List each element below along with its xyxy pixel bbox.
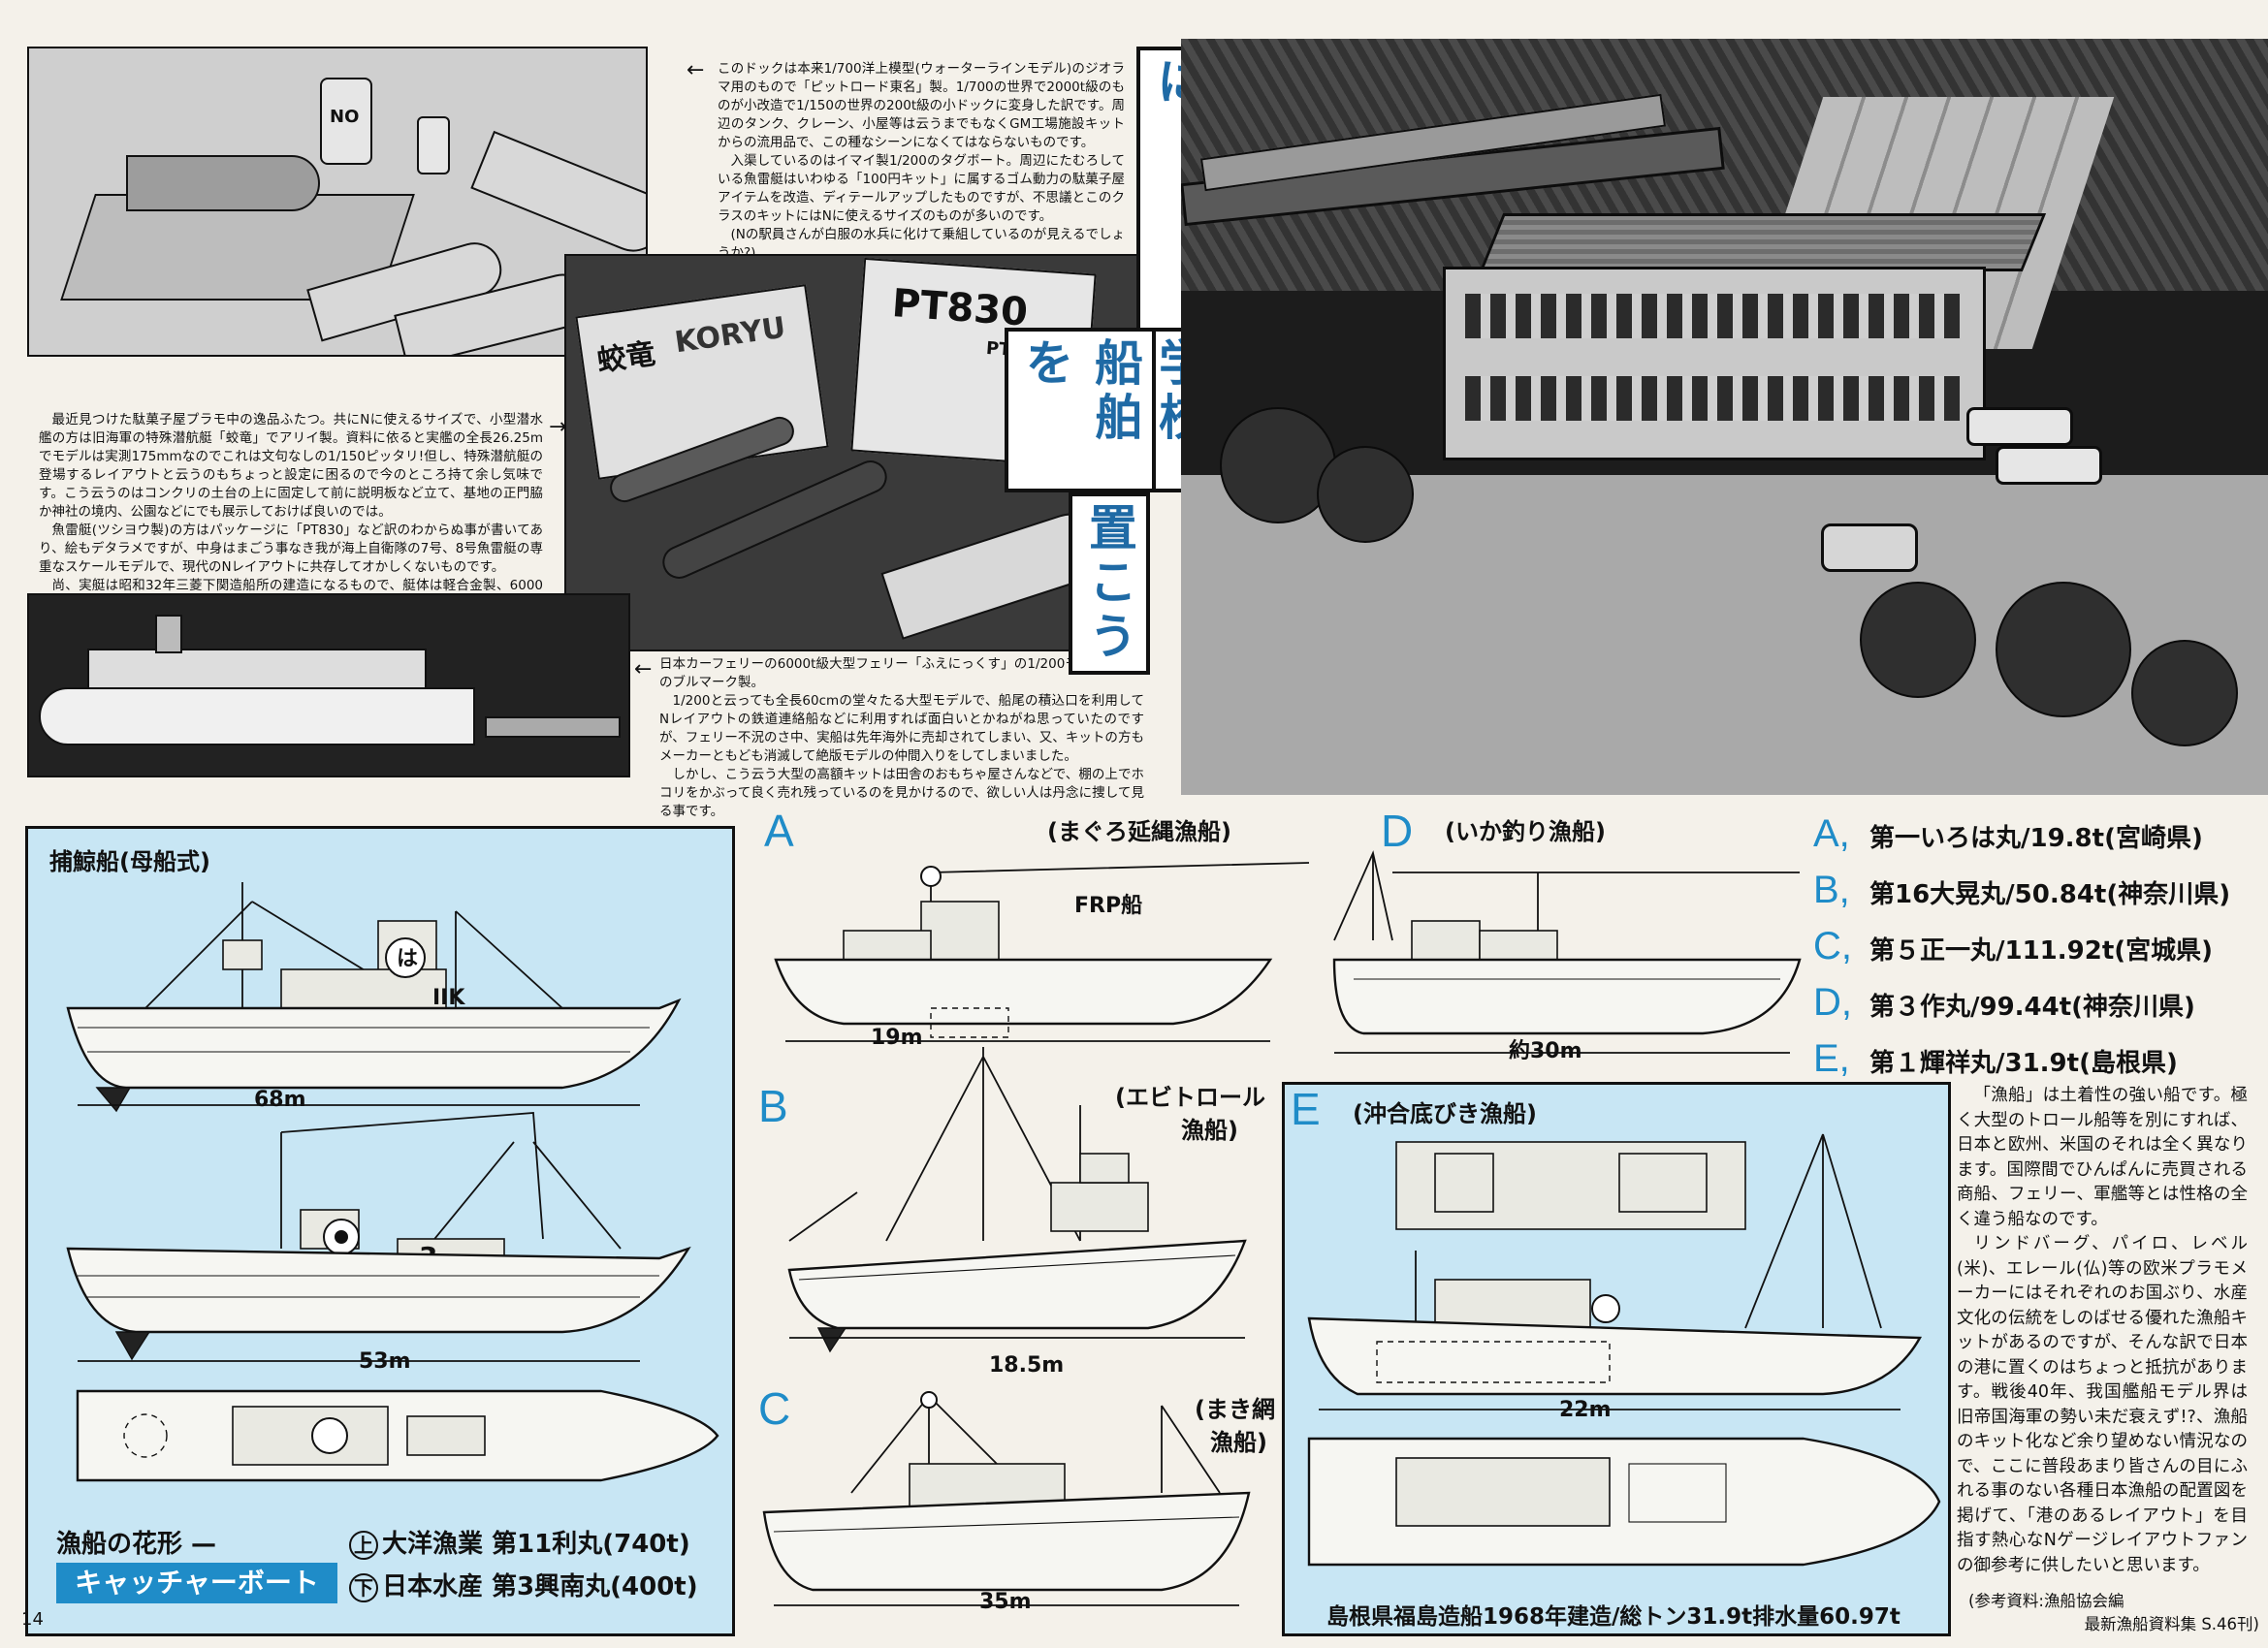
ship-B-length: 18.5m [989,1353,1065,1378]
whaler-deck-plan [76,1389,719,1482]
ship-C-title-1: (まき網 [1195,1396,1275,1423]
ship-B-drawing [787,1047,1247,1353]
legend-row-B: B,第16大晃丸/50.84t(神奈川県) [1813,869,2231,911]
kits-caption: 最近見つけた駄菓子屋プラモ中の逸品ふたつ。共にNに使えるサイズで、小型潜水艦の方… [39,411,543,614]
references: (参考資料:漁船協会編 最新漁船資料集 S.46刊) [1968,1590,2259,1636]
dock-diorama-photo: NO [27,47,648,357]
school-layout-photo [1181,39,2268,795]
ship-B-title-1: (エビトロール [1115,1084,1265,1111]
kits-caption-p1: 最近見つけた駄菓子屋プラモ中の逸品ふたつ。共にNに使えるサイズで、小型潜水艦の方… [39,412,543,520]
reference-line-2: 最新漁船資料集 S.46刊) [2084,1615,2259,1633]
kits-caption-arrow: → [549,415,567,439]
legend-row-D: D,第３作丸/99.44t(神奈川県) [1813,981,2195,1024]
ship-D-title: (いか釣り漁船) [1445,818,1606,845]
legend-row-E: E,第１輝祥丸/31.9t(島根県) [1813,1037,2178,1080]
ship-E-drawing [1307,1133,1923,1410]
dock-caption-p1: このドックは本来1/700洋上模型(ウォーターラインモデル)のジオラマ用のもので… [718,61,1125,150]
ship-A-length: 19m [871,1026,923,1050]
upper-ship-text: 大洋漁業 第11利丸(740t) [382,1530,690,1559]
ferry-hull [39,687,475,745]
ferry-caption-p1: 日本カーフェリーの6000t級大型フェリー「ふえにっくす」の1/200モデルは往… [659,656,1144,690]
ship-C-letter: C [758,1383,791,1434]
dock-caption-arrow: ← [687,58,705,82]
dock-caption-p2: 入渠しているのはイマイ製1/200のタグボート。周辺にたむろしている魚雷艇はいわ… [718,153,1125,224]
dock-tank-label: NO [330,107,360,127]
ferry-caption-p2: 1/200と云っても全長60cmの堂々たる大型モデルで、船尾の積込口を利用してN… [659,693,1144,764]
article-body: 「漁船」は土着性の強い船です。極く大型のトロール船等を別にすれば、日本と欧州、米… [1957,1084,2248,1578]
ship-C-title-2: 漁船) [1210,1429,1267,1456]
lower-circle: 下 [349,1573,378,1602]
whaler-ship-1-mark: は [397,947,418,971]
whaler-ship-1-drawing: は IIK [66,882,682,1113]
bus-3 [1821,523,1918,572]
model-train [485,716,621,738]
ship-E-length: 22m [1559,1398,1612,1422]
whaler-ship-2-drawing: 3. [66,1112,691,1362]
school-windows-lower [1465,376,1960,421]
ship-D-drawing [1332,850,1802,1054]
ship-legend: A,第一いろは丸/19.8t(宮崎県) B,第16大晃丸/50.84t(神奈川県… [1813,812,2259,1093]
ship-A-letter: A [764,806,794,856]
ship-C-drawing [762,1391,1251,1606]
whaler-ship-1-code: IIK [432,986,465,1010]
lower-ship-text: 日本水産 第3興南丸(400t) [382,1572,698,1601]
ship-E-letter: E [1291,1084,1321,1134]
tree-5 [2131,640,2238,746]
tree-3 [1860,582,1976,698]
ferry-photo [27,593,630,777]
ship-B-letter: B [758,1081,788,1131]
whaler-ship-1-length: 68m [254,1088,306,1112]
tree-1 [1220,407,1336,523]
school-roof [1479,213,2047,271]
legend-row-C: C,第５正一丸/111.92t(宮城県) [1813,925,2214,967]
koryu-kit-label-en: KORYU [672,310,788,361]
reference-line-1: (参考資料:漁船協会編 [1968,1592,2124,1610]
ship-A-drawing [774,862,1310,1042]
tugboat-model [126,155,320,211]
ship-C-length: 35m [979,1590,1032,1614]
page-number: 14 [21,1609,44,1630]
ship-A-title: (まぐろ延縄漁船) [1047,818,1231,845]
catcher-subtitle: 漁船の花形 — [56,1530,217,1559]
ferry-caption-arrow: ← [634,657,653,681]
school-windows-upper [1465,294,1960,338]
ship-D-length: 約30m [1509,1039,1582,1063]
dock-caption: このドックは本来1/700洋上模型(ウォーターラインモデル)のジオラマ用のもので… [718,60,1125,263]
article-body-p1: 「漁船」は土着性の強い船です。極く大型のトロール船等を別にすれば、日本と欧州、米… [1957,1086,2248,1229]
ferry-funnel [155,615,182,653]
title-ship: 船舶を [1005,328,1156,492]
school-building [1443,267,1986,460]
ship-E-deck-plan [1307,1437,1941,1567]
whaler-panel-title: 捕鯨船(母船式) [49,848,210,875]
whaler-ship-2-length: 53m [359,1349,411,1374]
koryu-kit-label: 蛟竜 [594,336,657,379]
ferry-superstructure [87,649,427,689]
tree-2 [1317,446,1414,543]
upper-circle: 上 [349,1531,378,1560]
dock-tank: NO [320,78,372,165]
ship-B-title-2: 漁船) [1181,1117,1238,1144]
title-place: 置こう [1069,492,1150,706]
torpedo-boat-model-1 [470,130,646,262]
bus-1 [1966,407,2073,446]
ship-E-title: (沖合底びき漁船) [1353,1100,1537,1127]
tree-4 [1996,582,2131,717]
catcher-boat-badge: キャッチャーボート [56,1563,337,1603]
catcher-line-upper: 上大洋漁業 第11利丸(740t) [349,1524,690,1560]
ferry-caption: 日本カーフェリーの6000t級大型フェリー「ふえにっくす」の1/200モデルは往… [659,655,1144,821]
ship-D-letter: D [1381,806,1414,856]
dock-tank-small [417,116,450,174]
ship-E-note: 島根県福島造船1968年建造/総トン31.9t排水量60.97t [1326,1604,1901,1630]
kits-caption-p2: 魚雷艇(ツシヨウ製)の方はパッケージに「PT830」など訳のわからぬ事が書いてあ… [39,523,543,575]
legend-row-A: A,第一いろは丸/19.8t(宮崎県) [1813,812,2203,855]
ship-A-note: FRP船 [1070,888,1147,919]
catcher-line-lower: 下日本水産 第3興南丸(400t) [349,1567,698,1602]
bus-2 [1996,446,2102,485]
ferry-caption-p3: しかし、こう云う大型の高額キットは田舎のおもちゃ屋さんなどで、棚の上でホコリをか… [659,767,1144,819]
article-body-p2: リンドバーグ、パイロ、レベル(米)、エレール(仏)等の欧米プラモメーカーにはそれ… [1957,1234,2248,1575]
